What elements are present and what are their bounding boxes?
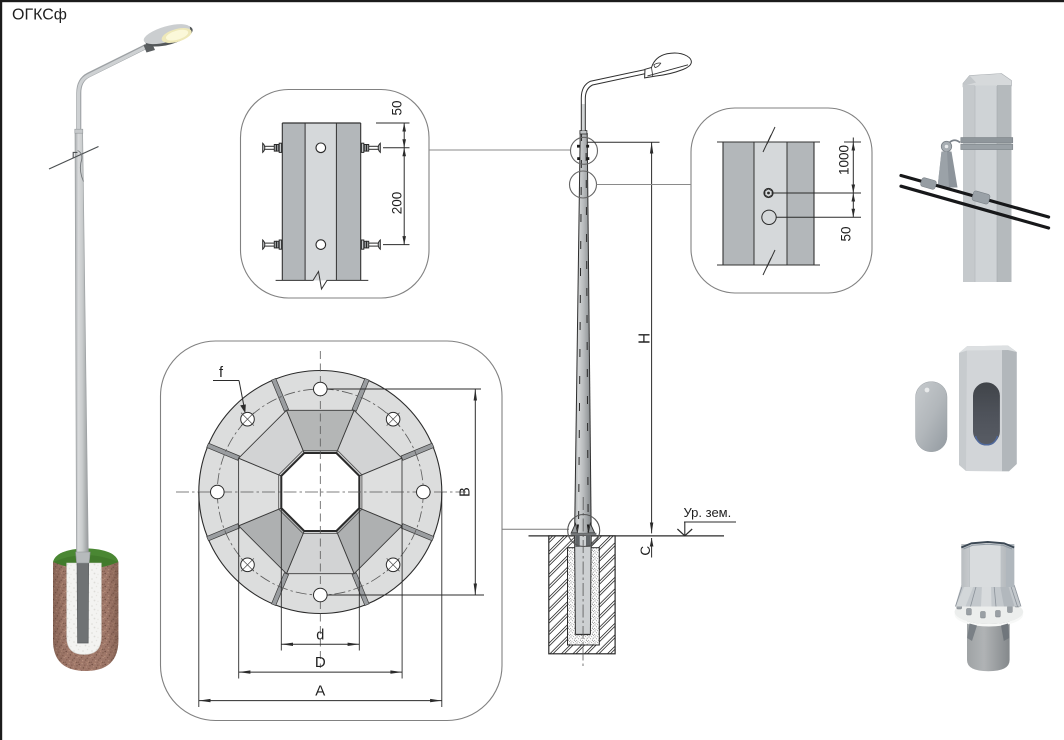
svg-text:Ур. зем.: Ур. зем. [684,505,732,520]
svg-text:d: d [316,628,324,644]
svg-text:200: 200 [390,192,405,215]
svg-text:C: C [638,546,653,556]
svg-text:50: 50 [839,226,854,241]
svg-text:D: D [315,654,326,671]
svg-text:B: B [458,487,474,497]
svg-text:f: f [219,365,224,381]
svg-text:H: H [637,333,654,344]
svg-text:50: 50 [390,100,405,115]
svg-text:1000: 1000 [837,145,852,175]
svg-text:A: A [315,683,325,700]
svg-text:ОГКСф: ОГКСф [12,7,67,24]
